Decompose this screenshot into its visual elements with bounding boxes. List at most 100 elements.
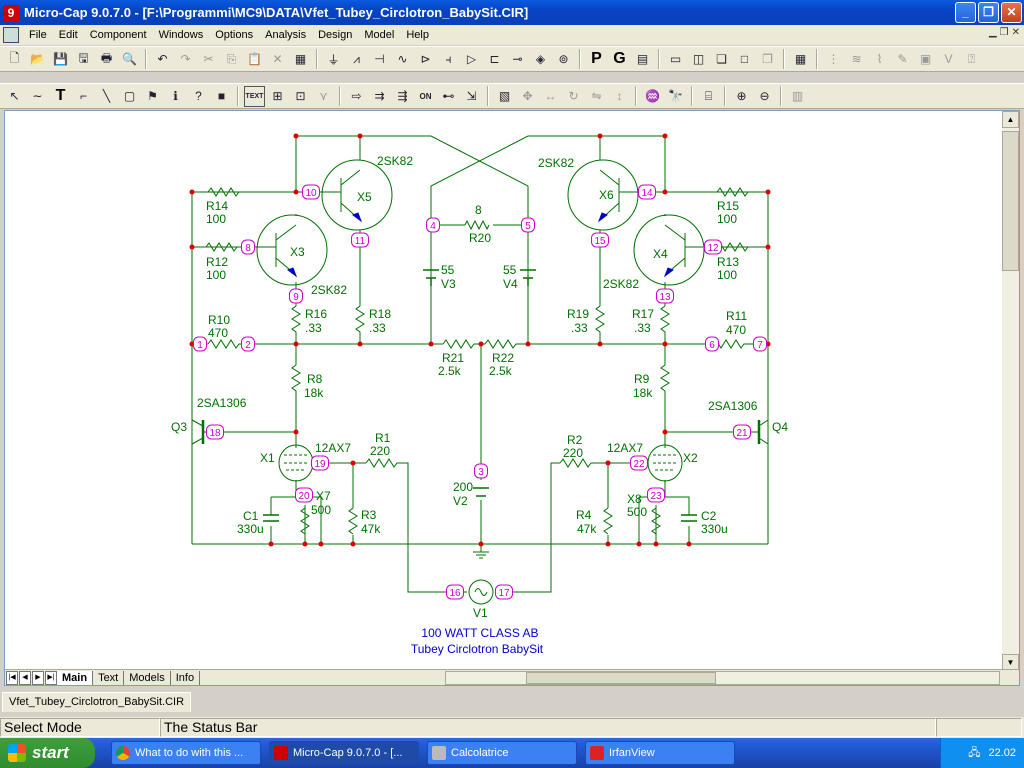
label-r22v[interactable]: 2.5k	[489, 364, 513, 378]
tray-network-icon[interactable]: 🖧	[968, 746, 981, 759]
horizontal-scrollbar[interactable]	[445, 671, 1000, 685]
diode-component-icon[interactable]: ⊳	[420, 52, 431, 66]
task-chrome[interactable]: What to do with this ...	[111, 741, 261, 765]
restore-window-icon[interactable]: ❐	[762, 52, 773, 66]
battery-component-icon[interactable]: ⫞	[445, 51, 452, 66]
label-c1v[interactable]: 330u	[237, 522, 264, 536]
diagonal-wire-icon[interactable]: ╲	[102, 89, 111, 103]
resistor-component-icon[interactable]: ⩘	[353, 51, 360, 66]
pin-markers-icon[interactable]: ⊷	[442, 89, 455, 103]
label-x8v[interactable]: 500	[627, 505, 647, 519]
label-r10v[interactable]: 470	[208, 326, 228, 340]
label-r20[interactable]: R20	[469, 231, 491, 245]
menu-model[interactable]: Model	[364, 29, 395, 41]
label-r12[interactable]: R12	[206, 255, 228, 269]
label-v3[interactable]: V3	[441, 277, 456, 291]
switch-component-icon[interactable]: ⊸	[512, 52, 523, 66]
info-icon[interactable]: ℹ	[173, 89, 178, 103]
label-r10[interactable]: R10	[208, 313, 230, 327]
capacitor-c1[interactable]	[263, 514, 279, 522]
menu-options[interactable]: Options	[215, 29, 254, 41]
resistor-r15[interactable]	[716, 187, 749, 197]
label-q3[interactable]: Q3	[171, 420, 187, 434]
window-icon[interactable]: □	[740, 52, 749, 66]
label-r19v[interactable]: .33	[571, 321, 588, 335]
task-micro-cap[interactable]: Micro-Cap 9.0.7.0 - [...	[269, 741, 419, 765]
grid-text-icon[interactable]: ⋎	[319, 89, 328, 103]
vertical-scroll-thumb[interactable]	[1002, 131, 1019, 271]
undo-icon[interactable]: ↶	[157, 52, 168, 66]
label-r14v[interactable]: 100	[206, 212, 226, 226]
label-r12v[interactable]: 100	[206, 268, 226, 282]
label-r13v[interactable]: 100	[717, 268, 737, 282]
label-x2m[interactable]: 12AX7	[607, 441, 643, 455]
rotate-icon[interactable]: ✥	[522, 89, 533, 103]
last-sheet-icon[interactable]: ▶|	[45, 670, 57, 685]
mirror-icon[interactable]: ⇋	[591, 89, 602, 103]
label-r15v[interactable]: 100	[717, 212, 737, 226]
print-preview-icon[interactable]: 🔍	[122, 52, 137, 66]
resistor-r12[interactable]	[205, 242, 238, 252]
minimize-button[interactable]: _	[955, 2, 976, 23]
graphics-icon[interactable]: ▢	[123, 89, 136, 103]
next-sheet-icon[interactable]: ▶	[32, 670, 44, 685]
label-r1v[interactable]: 220	[370, 444, 390, 458]
zoom-in-icon[interactable]: ⊕	[736, 89, 747, 103]
paste-icon[interactable]: 📋	[247, 52, 262, 66]
label-r4v[interactable]: 47k	[577, 522, 597, 536]
ground-component-icon[interactable]: ⏚	[327, 52, 340, 67]
label-r9[interactable]: R9	[634, 372, 650, 386]
menu-help[interactable]: Help	[406, 29, 429, 41]
save-all-icon[interactable]: 🖫	[78, 50, 89, 65]
menu-windows[interactable]: Windows	[158, 29, 204, 41]
properties-icon[interactable]: ▧	[498, 89, 511, 103]
label-c1[interactable]: C1	[243, 509, 259, 523]
text-toggle-button[interactable]: TEXT	[244, 85, 265, 107]
mdi-minimize-button[interactable]: ▁	[988, 27, 997, 38]
battery-v4[interactable]	[520, 269, 536, 286]
menu-component[interactable]: Component	[89, 29, 147, 41]
label-x5[interactable]: X5	[357, 190, 372, 204]
flip-vertical-icon[interactable]: ↕	[616, 89, 623, 103]
tube-x2[interactable]	[647, 444, 683, 482]
label-r2v[interactable]: 220	[563, 446, 583, 460]
label-r3[interactable]: R3	[361, 508, 377, 522]
node-numbers-icon[interactable]: ⊞	[272, 89, 283, 103]
document-tab[interactable]: Vfet_Tubey_Circlotron_BabySit.CIR	[2, 692, 192, 712]
resistor-r2[interactable]	[559, 458, 593, 468]
component-palette-icon[interactable]: ▤	[636, 52, 649, 66]
document-icon[interactable]	[3, 27, 19, 43]
mosfet-x5[interactable]	[321, 159, 393, 231]
label-r18[interactable]: R18	[369, 307, 391, 321]
label-r18v[interactable]: .33	[369, 321, 386, 335]
mosfet-x6[interactable]	[567, 159, 639, 231]
resistor-r22[interactable]	[481, 339, 517, 349]
battery-v2[interactable]	[473, 487, 489, 497]
wire-mode-icon[interactable]: ∼	[32, 89, 43, 103]
select-all-icon[interactable]: ▦	[294, 52, 307, 66]
resistor-r9[interactable]	[660, 364, 670, 400]
capacitor-c2[interactable]	[681, 514, 697, 522]
menu-file[interactable]: File	[29, 29, 47, 41]
label-r21[interactable]: R21	[442, 351, 464, 365]
label-x7[interactable]: X7	[316, 489, 331, 503]
vertical-scrollbar[interactable]: ▲ ▼	[1002, 111, 1019, 671]
toggle-drawing-icon[interactable]: ▥	[791, 89, 804, 103]
potentiometer-x8[interactable]	[651, 505, 661, 535]
pin-names-icon[interactable]: ⇉	[374, 89, 385, 103]
cascade-icon[interactable]: ❏	[716, 52, 727, 66]
capacitor-component-icon[interactable]: ⊣	[374, 52, 385, 66]
scope-icon[interactable]: ⌇	[876, 52, 883, 66]
maximize-button[interactable]: ❐	[978, 2, 999, 23]
menu-design[interactable]: Design	[318, 29, 353, 41]
micro-cap-app-icon[interactable]: 9	[3, 4, 19, 21]
inductor-component-icon[interactable]: ∿	[397, 52, 408, 66]
label-x4[interactable]: X4	[653, 247, 668, 261]
title-block-icon[interactable]: ⌸	[704, 88, 713, 103]
grid-icon[interactable]: ⋮	[827, 52, 840, 66]
label-r9v[interactable]: 18k	[633, 386, 653, 400]
label-v3v[interactable]: 55	[441, 263, 455, 277]
label-q4[interactable]: Q4	[772, 420, 788, 434]
mdi-restore-button[interactable]: ❐	[999, 27, 1009, 38]
label-r2[interactable]: R2	[567, 433, 583, 447]
